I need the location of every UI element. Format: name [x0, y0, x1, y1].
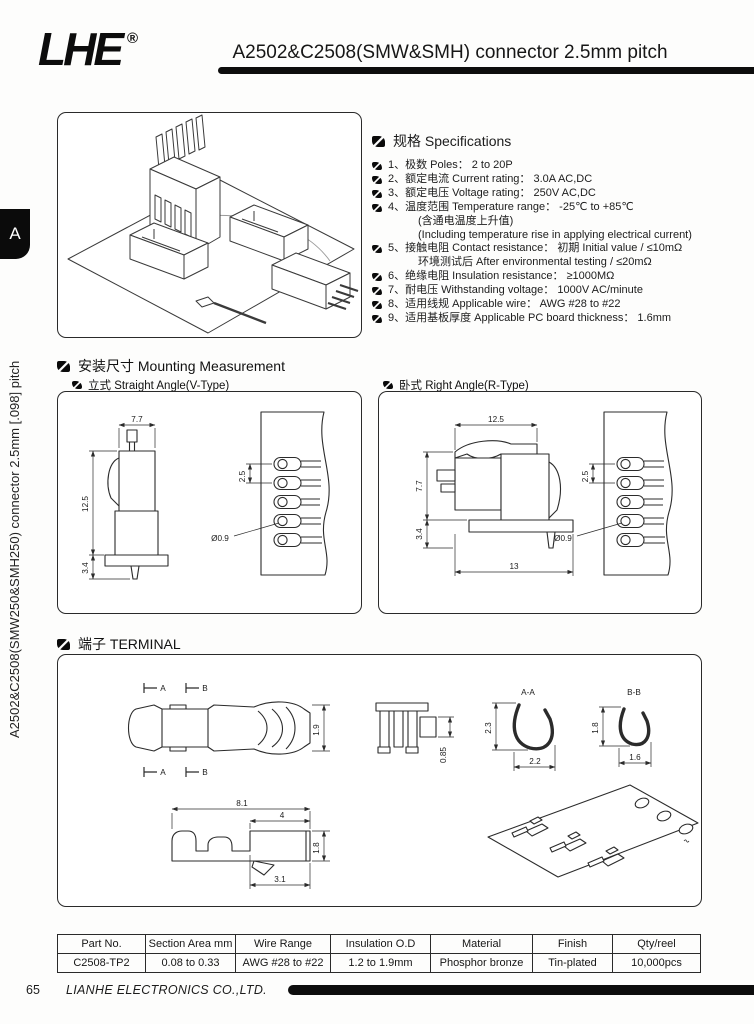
- col-section-area: Section Area mm: [145, 934, 236, 954]
- bullet-icon: [372, 245, 382, 254]
- cell-qty-reel: 10,000pcs: [612, 953, 701, 973]
- dim-bb-height: 1.8: [591, 722, 600, 734]
- v-type-drawing: 7.7 12.5 3.4 2.5 Ø0.9: [81, 411, 330, 580]
- spec-line: 1、极数 Poles： 2 to 20P: [372, 159, 748, 173]
- col-insulation-od: Insulation O.D: [330, 934, 431, 954]
- spec-line: 8、适用线规 Applicable wire： AWG #28 to #22: [372, 298, 748, 312]
- product-image-box: [57, 112, 362, 338]
- dim-v-width: 7.7: [131, 415, 143, 424]
- section-index-tab: A: [0, 209, 30, 259]
- spec-line: 6、绝缘电阻 Insulation resistance： ≥1000MΩ: [372, 270, 748, 284]
- dim-r-length: 13: [509, 562, 519, 571]
- terminal-section-heading: 端子 TERMINAL: [57, 634, 181, 654]
- section-marker-b: B: [202, 684, 208, 693]
- sidebar-vertical-title: A2502&C2508(SMW250&SMH250) connector 2.5…: [7, 360, 22, 738]
- spec-line: 5、接触电阻 Contact resistance： 初期 Initial va…: [372, 242, 748, 256]
- dim-side-height: 1.9: [312, 724, 321, 736]
- brand-logo: LHE®: [38, 23, 139, 75]
- section-marker-a: A: [160, 768, 166, 777]
- dim-bb-width: 1.6: [629, 753, 641, 762]
- cell-part-no: C2508-TP2: [57, 953, 146, 973]
- footer-rule: [288, 985, 754, 995]
- dim-r-height: 7.7: [415, 480, 424, 492]
- table-row: C2508-TP2 0.08 to 0.33 AWG #28 to #22 1.…: [57, 953, 701, 973]
- spec-line: 2、额定电流 Current rating： 3.0A AC,DC: [372, 173, 748, 187]
- dim-aa-width: 2.2: [529, 757, 541, 766]
- col-qty-reel: Qty/reel: [612, 934, 701, 954]
- dim-crimp-total: 8.1: [236, 799, 248, 808]
- dim-r-base: 3.4: [415, 528, 424, 540]
- header-rule: [218, 67, 754, 74]
- mounting-section-heading: 安装尺寸 Mounting Measurement: [57, 356, 285, 376]
- v-type-box: 7.7 12.5 3.4 2.5 Ø0.9: [57, 391, 362, 614]
- spec-line: 3、额定电压 Voltage rating： 250V AC,DC: [372, 187, 748, 201]
- section-bullet-icon: [57, 360, 70, 372]
- spec-line: 7、耐电压 Withstanding voltage： 1000V AC/min…: [372, 284, 748, 298]
- col-wire-range: Wire Range: [235, 934, 331, 954]
- col-finish: Finish: [532, 934, 613, 954]
- col-material: Material: [430, 934, 533, 954]
- product-isometric-drawing: [67, 114, 359, 334]
- section-marker-a: A: [160, 684, 166, 693]
- specifications-section: 规格 Specifications 1、极数 Poles： 2 to 20P 2…: [372, 131, 748, 326]
- specifications-heading: 规格 Specifications: [393, 133, 512, 149]
- registered-mark-icon: ®: [127, 30, 139, 47]
- section-label-bb: B-B: [627, 688, 641, 697]
- r-type-box: 12.5 7.7 3.4 13 2.5 Ø0.9: [378, 391, 702, 614]
- section-label-aa: A-A: [521, 688, 535, 697]
- company-name: LIANHE ELECTRONICS CO.,LTD.: [66, 983, 267, 997]
- cell-section-area: 0.08 to 0.33: [145, 953, 236, 973]
- terminal-drawing: A B A B 1.9 0.85 A-A B-B 2.3 2.2 1.8 1.6…: [127, 683, 699, 889]
- dim-v-base: 3.4: [81, 562, 90, 574]
- spec-line: (Including temperature rise in applying …: [418, 228, 692, 241]
- bullet-icon: [372, 203, 382, 212]
- section-marker-b: B: [202, 768, 208, 777]
- bullet-icon: [372, 301, 382, 310]
- dim-aa-height: 2.3: [484, 722, 493, 734]
- bullet-icon: [372, 287, 382, 296]
- dim-r-pitch: 2.5: [581, 470, 590, 482]
- bullet-icon: [372, 273, 382, 282]
- dim-crimp-barrel: 4: [280, 811, 285, 820]
- parts-table: Part No. Section Area mm Wire Range Insu…: [57, 934, 701, 973]
- dim-r-hole: Ø0.9: [554, 534, 572, 543]
- cell-material: Phosphor bronze: [430, 953, 533, 973]
- section-bullet-icon: [372, 135, 385, 147]
- dim-r-width: 12.5: [488, 415, 504, 424]
- spec-line: 环境测试后 After environmental testing / ≤20m…: [418, 256, 652, 269]
- terminal-box: A B A B 1.9 0.85 A-A B-B 2.3 2.2 1.8 1.6…: [57, 654, 702, 907]
- dim-v-hole: Ø0.9: [211, 534, 229, 543]
- bullet-icon: [372, 314, 382, 323]
- bullet-icon: [72, 381, 82, 389]
- bullet-icon: [372, 162, 382, 170]
- dim-v-height: 12.5: [81, 496, 90, 512]
- r-type-label: 卧式 Right Angle(R-Type): [383, 377, 529, 393]
- bullet-icon: [372, 189, 382, 198]
- bullet-icon: [383, 381, 393, 389]
- cell-finish: Tin-plated: [532, 953, 613, 973]
- dim-front-width: 0.85: [439, 747, 448, 763]
- r-type-drawing: 12.5 7.7 3.4 13 2.5 Ø0.9: [415, 411, 673, 576]
- spec-line: (含通电温度上升值): [418, 214, 514, 227]
- cell-insulation-od: 1.2 to 1.9mm: [330, 953, 431, 973]
- dim-crimp-tail: 3.1: [274, 875, 286, 884]
- v-type-label: 立式 Straight Angle(V-Type): [72, 377, 229, 393]
- spec-line: 9、适用基板厚度 Applicable PC board thickness： …: [372, 312, 748, 326]
- spec-line: 4、温度范围 Temperature range： -25℃ to +85℃: [372, 201, 748, 215]
- section-bullet-icon: [57, 638, 70, 650]
- bullet-icon: [372, 175, 382, 184]
- cell-wire-range: AWG #28 to #22: [235, 953, 331, 973]
- col-part-no: Part No.: [57, 934, 146, 954]
- dim-v-pitch: 2.5: [238, 470, 247, 482]
- page-number: 65: [26, 983, 40, 997]
- page-title: A2502&C2508(SMW&SMH) connector 2.5mm pit…: [232, 42, 668, 63]
- dim-crimp-height: 1.8: [312, 842, 321, 854]
- table-header-row: Part No. Section Area mm Wire Range Insu…: [57, 934, 701, 954]
